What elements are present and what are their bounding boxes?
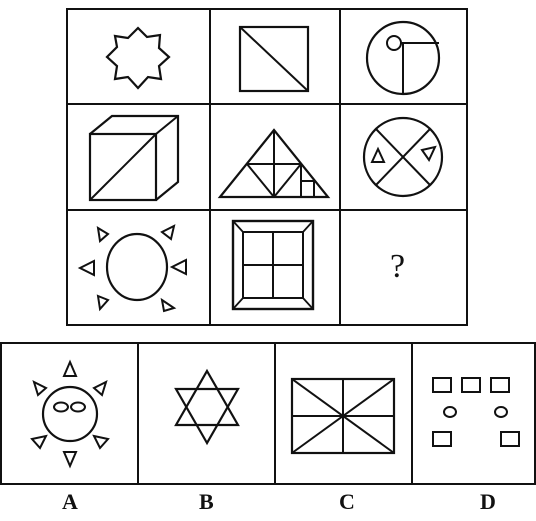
option-label-a: A	[62, 489, 78, 515]
figure-squares-and-ovals	[413, 344, 534, 483]
figure-six-point-star	[139, 344, 274, 483]
figure-eight-point-star	[68, 10, 210, 104]
figure-rectangle-with-lines	[276, 344, 411, 483]
figure-sun-circle-with-rays	[68, 210, 210, 324]
figure-sun-with-eyes	[2, 344, 137, 483]
option-label-d: D	[480, 489, 496, 515]
option-d[interactable]	[413, 344, 534, 483]
figure-triangle-subdivided	[210, 104, 340, 210]
question-mark: ?	[390, 248, 405, 286]
option-label-c: C	[339, 489, 355, 515]
figure-window-square	[210, 210, 340, 324]
option-label-b: B	[199, 489, 214, 515]
option-c[interactable]	[276, 344, 413, 483]
answer-options	[0, 342, 536, 485]
figure-cube	[68, 104, 210, 210]
option-a[interactable]	[2, 344, 139, 483]
puzzle-grid: ?	[66, 8, 468, 326]
figure-circle-cross-with-triangles	[340, 104, 466, 210]
figure-square-with-diagonal	[210, 10, 340, 104]
figure-circle-with-small-circle	[340, 10, 466, 104]
option-b[interactable]	[139, 344, 276, 483]
